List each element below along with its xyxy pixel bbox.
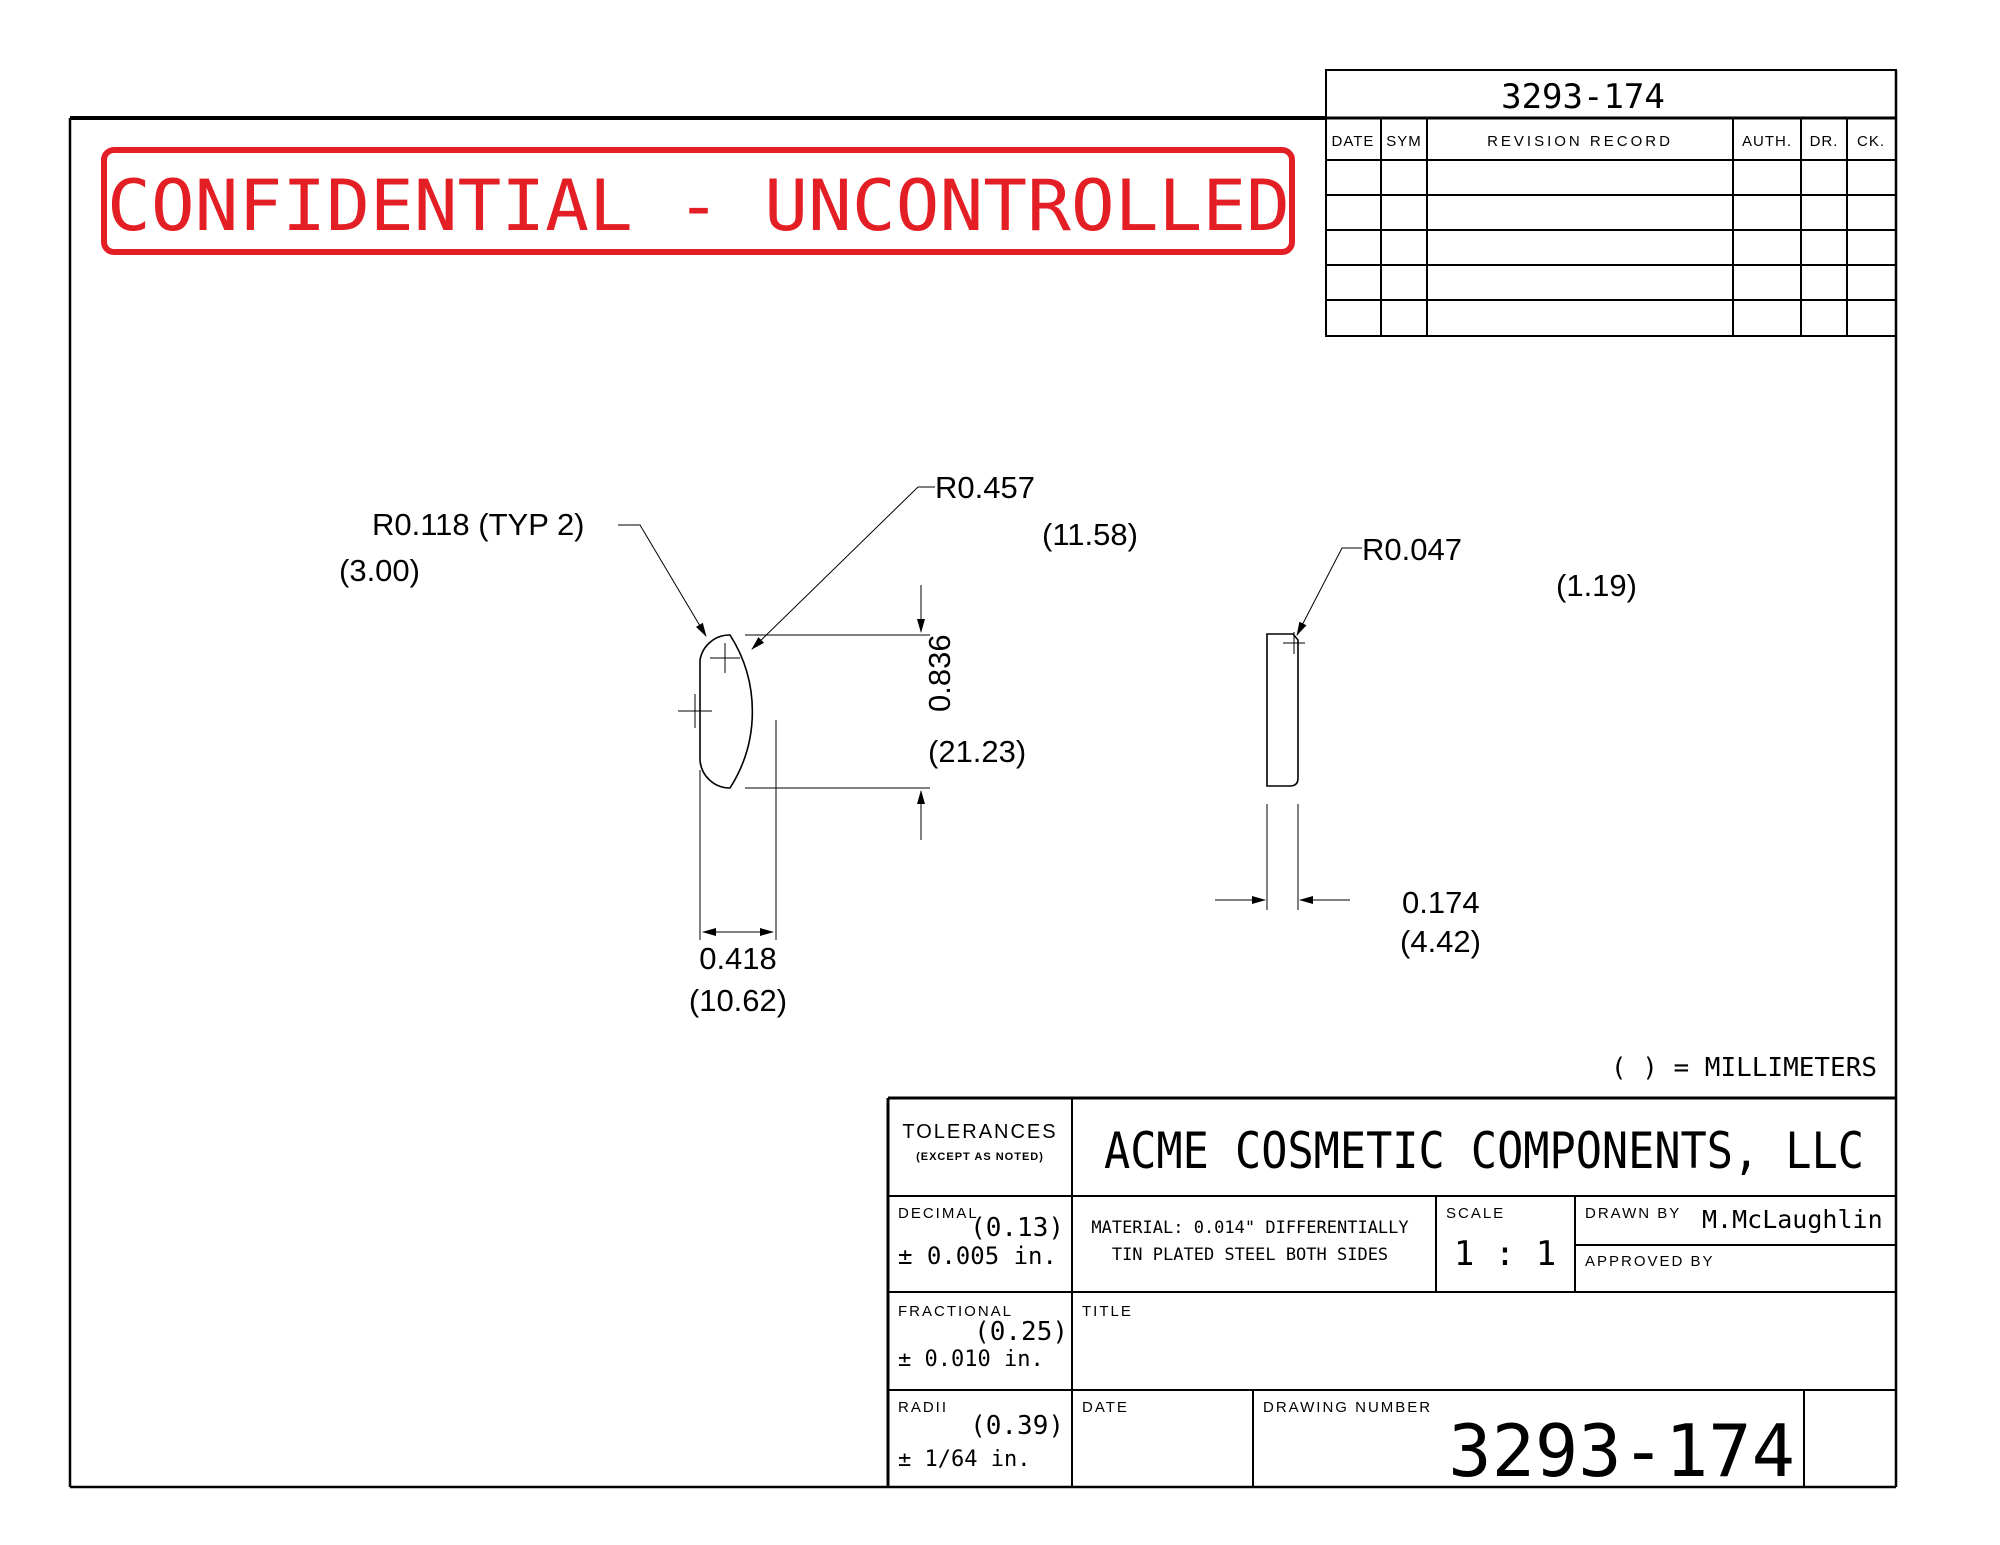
key-profile-outline — [699, 634, 754, 789]
decimal-label: DECIMAL — [898, 1205, 979, 1222]
fractional-mm: (0.25) — [974, 1317, 1068, 1347]
tolerances-label: TOLERANCES — [902, 1121, 1057, 1143]
approved-by-label: APPROVED BY — [1585, 1253, 1715, 1270]
company-name: ACME COSMETIC COMPONENTS, LLC — [1104, 1122, 1864, 1180]
title-block: TOLERANCES (EXCEPT AS NOTED) ACME COSMET… — [886, 1096, 1896, 1493]
dim-radius-large-mm: (11.58) — [1042, 517, 1138, 552]
scale-label: SCALE — [1446, 1205, 1505, 1222]
plate-side-outline — [1266, 633, 1299, 787]
dim-radius-small-mm: (1.19) — [1556, 568, 1637, 603]
dim-radius-large: R0.457 — [935, 470, 1035, 505]
confidential-stamp: CONFIDENTIAL - UNCONTROLLED — [101, 147, 1295, 255]
scale-value: 1 : 1 — [1454, 1234, 1556, 1274]
radii-mm: (0.39) — [970, 1411, 1064, 1441]
tolerances-except: (EXCEPT AS NOTED) — [916, 1151, 1044, 1163]
fractional-value: ± 0.010 in. — [898, 1347, 1044, 1372]
drawing-number-top: 3293-174 — [1501, 77, 1665, 117]
radii-label: RADII — [898, 1399, 948, 1416]
revision-header-dr: DR. — [1810, 133, 1839, 150]
radii-value: ± 1/64 in. — [898, 1447, 1030, 1472]
material-line-1: MATERIAL: 0.014" DIFFERENTIALLY — [1091, 1218, 1408, 1238]
drawn-by-value: M.McLaughlin — [1702, 1205, 1883, 1234]
decimal-mm: (0.13) — [970, 1213, 1064, 1243]
revision-header-ck: CK. — [1857, 133, 1885, 150]
side-view — [1215, 547, 1362, 910]
drawing-number-label: DRAWING NUMBER — [1263, 1399, 1432, 1416]
drawn-by-label: DRAWN BY — [1585, 1205, 1681, 1222]
revision-header-record: REVISION RECORD — [1487, 133, 1673, 150]
revision-header-auth: AUTH. — [1742, 133, 1792, 150]
dim-height-mm: (21.23) — [928, 734, 1026, 769]
dim-radius-typ: R0.118 (TYP 2) — [372, 507, 585, 542]
date-label: DATE — [1082, 1399, 1129, 1416]
dimension-labels: R0.118 (TYP 2) (3.00) R0.457 (11.58) 0.8… — [339, 470, 1877, 1083]
fractional-label: FRACTIONAL — [898, 1303, 1013, 1320]
dim-width-mm: (10.62) — [689, 983, 787, 1018]
dim-height: 0.836 — [922, 634, 957, 712]
material-line-2: TIN PLATED STEEL BOTH SIDES — [1112, 1245, 1388, 1265]
units-note: ( ) = MILLIMETERS — [1611, 1053, 1877, 1083]
drawing-number: 3293-174 — [1448, 1409, 1795, 1493]
dim-radius-small: R0.047 — [1362, 532, 1462, 567]
stamp-frame — [101, 147, 1295, 255]
revision-header-date: DATE — [1332, 133, 1375, 150]
drawing-border — [68, 70, 1898, 1489]
dim-thickness: 0.174 — [1402, 885, 1480, 920]
stamp-text: CONFIDENTIAL - UNCONTROLLED — [107, 165, 1290, 247]
dim-thickness-mm: (4.42) — [1400, 924, 1481, 959]
decimal-value: ± 0.005 in. — [898, 1242, 1057, 1270]
front-view — [618, 486, 935, 940]
title-label: TITLE — [1082, 1303, 1133, 1320]
revision-block: 3293-174 DATE SYM REVISION RECORD AUTH. … — [1325, 69, 1897, 337]
dim-radius-typ-mm: (3.00) — [339, 553, 420, 588]
dim-width: 0.418 — [699, 941, 777, 976]
revision-header-sym: SYM — [1386, 133, 1422, 150]
